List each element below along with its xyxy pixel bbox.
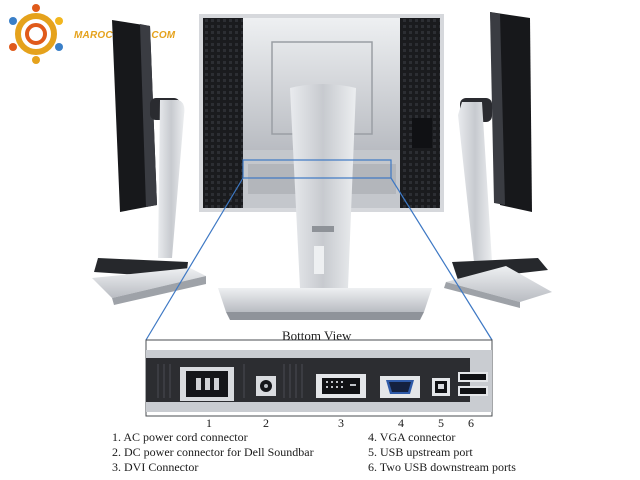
legend-right: 4. VGA connector 5. USB upstream port 6.… (368, 430, 516, 475)
left-side-monitor (92, 20, 206, 305)
dvi-connector-icon (316, 374, 366, 398)
legend-item-usb-downstream: 6. Two USB downstream ports (368, 460, 516, 474)
ac-power-connector-icon (180, 367, 234, 401)
usb-downstream-ports-icon (458, 372, 488, 396)
vga-connector-icon (380, 376, 420, 398)
right-side-monitor (444, 12, 552, 308)
bottom-view-panel (145, 339, 493, 417)
port-number-5: 5 (438, 416, 444, 430)
legend-left: 1. AC power cord connector 2. DC power c… (112, 430, 314, 475)
logo-emblem-icon (9, 4, 63, 64)
legend-item-dc-power: 2. DC power connector for Dell Soundbar (112, 445, 314, 459)
legend-item-usb-upstream: 5. USB upstream port (368, 445, 473, 459)
port-number-2: 2 (263, 416, 269, 430)
port-number-1: 1 (206, 416, 212, 430)
legend-item-dvi: 3. DVI Connector (112, 460, 199, 474)
center-rear-monitor (199, 14, 444, 320)
dc-power-connector-icon (256, 376, 276, 396)
usb-upstream-port-icon (432, 378, 450, 396)
legend-item-vga: 4. VGA connector (368, 430, 456, 444)
port-number-3: 3 (338, 416, 344, 430)
callout-lines (145, 159, 493, 341)
port-number-4: 4 (398, 416, 404, 430)
legend-item-ac-power: 1. AC power cord connector (112, 430, 248, 444)
port-number-6: 6 (468, 416, 474, 430)
bottom-view-title: Bottom View (282, 328, 352, 343)
